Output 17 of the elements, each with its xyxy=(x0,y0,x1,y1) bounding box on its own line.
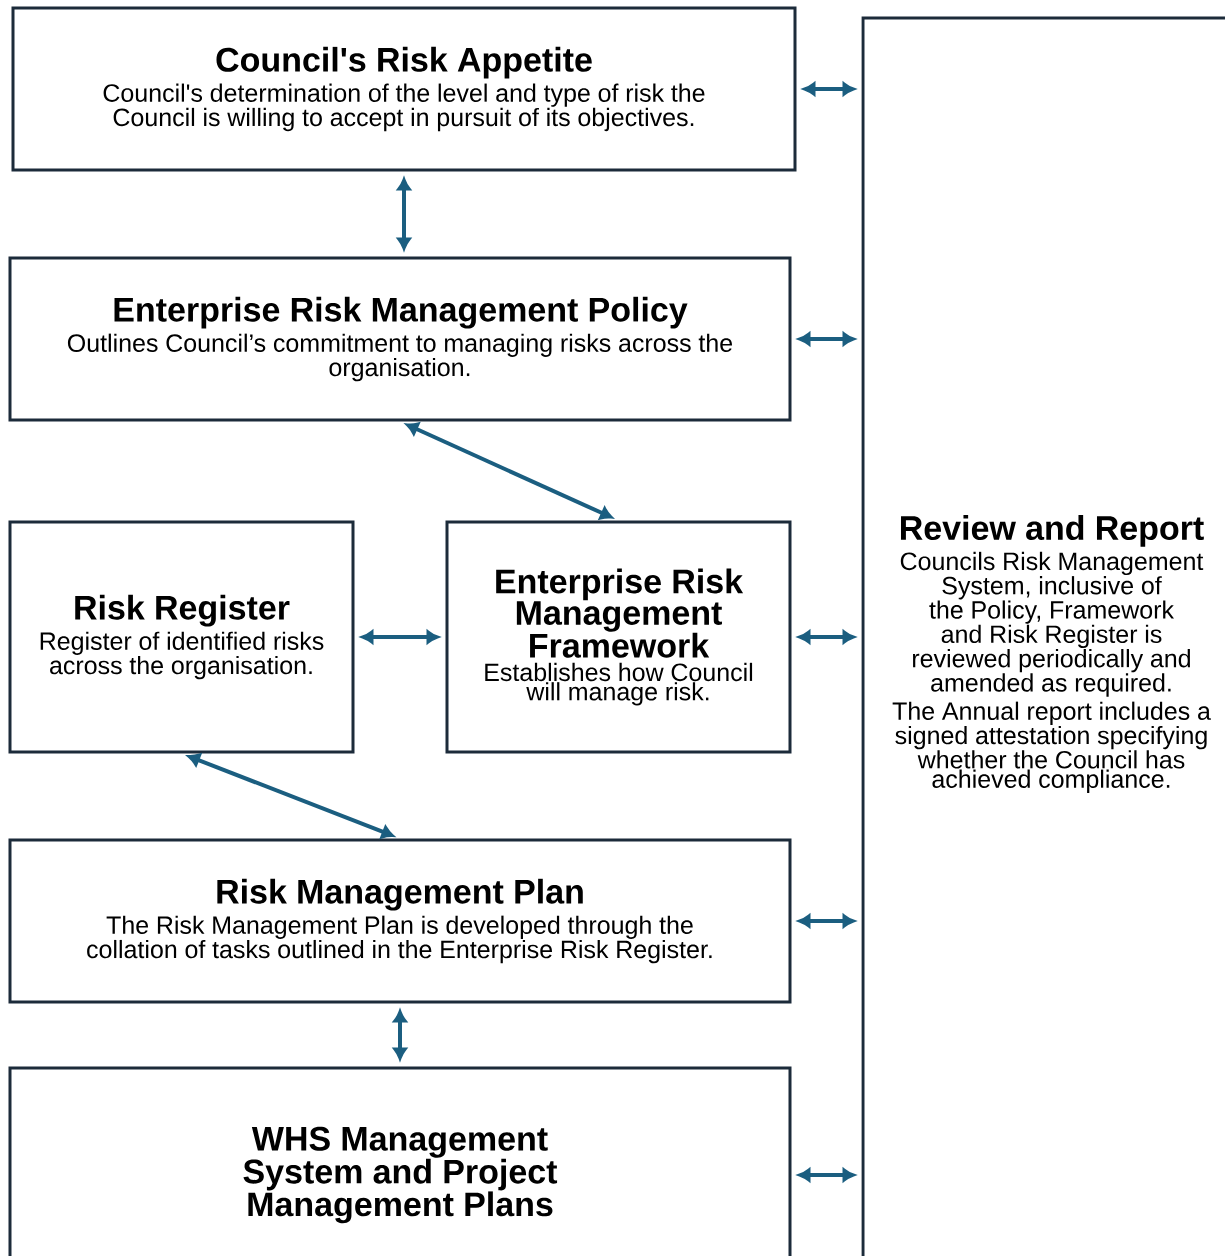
process-box: Review and Report Councils Risk Management System, inclusive of the Policy, Framework and Risk Register is reviewed periodically and amended as required. The Annual report includes a signed attestation specifying whether the Council has achieved compliance. xyxy=(861,16,1225,1256)
process-box: WHS Management System and Project Management Plans xyxy=(8,1066,792,1256)
arrow xyxy=(798,332,855,346)
arrow xyxy=(803,82,855,96)
process-box: Council's Risk Appetite Council's determination of the level and type of risk the Council is willing to accept in pursuit of its objectives. xyxy=(11,6,797,172)
arrow xyxy=(361,630,439,644)
arrow xyxy=(798,630,855,644)
arrow xyxy=(798,1168,855,1182)
arrow xyxy=(397,178,411,250)
process-box: Enterprise Risk Management Framework Establishes how Council will manage risk. xyxy=(445,520,792,754)
process-box: Risk Management Plan The Risk Management Plan is developed through the collation of tasks outlined in the Enterprise Risk Register. xyxy=(8,838,792,1004)
process-box: Risk Register Register of identified risks across the organisation. xyxy=(8,520,355,754)
arrow xyxy=(406,422,613,520)
arrow xyxy=(393,1010,407,1060)
arrow xyxy=(798,914,855,928)
arrow xyxy=(187,753,394,839)
process-box: Enterprise Risk Management Policy Outlines Council’s commitment to managing risks across the organisation. xyxy=(8,256,792,422)
